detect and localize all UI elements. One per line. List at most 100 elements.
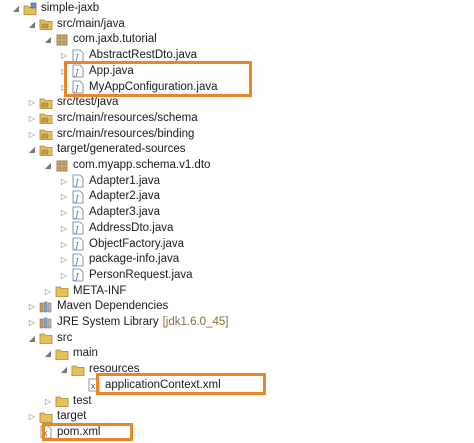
collapse-arrow-icon[interactable]: ▷ <box>60 255 68 265</box>
tree-item-label: src/main/resources/binding <box>57 127 195 140</box>
tree-item[interactable]: ◢ com.jaxb.tutorial <box>42 32 157 47</box>
collapse-arrow-icon[interactable]: ▷ <box>44 286 52 296</box>
highlight-app-files <box>64 61 252 97</box>
collapse-arrow-icon[interactable]: ▷ <box>60 208 68 218</box>
collapse-arrow-icon[interactable]: ▷ <box>28 98 36 108</box>
tree-item-label: com.myapp.schema.v1.dto <box>73 159 211 171</box>
svg-text:X: X <box>43 430 48 438</box>
tree-item-label: JRE System Library <box>57 316 159 328</box>
tree-item[interactable]: ▷ J ObjectFactory.java <box>58 237 184 252</box>
expand-arrow-icon[interactable]: ◢ <box>28 19 36 29</box>
tree-item-label: AddressDto.java <box>89 221 174 234</box>
expand-arrow-icon[interactable]: ◢ <box>60 365 68 375</box>
svg-text:J: J <box>73 53 79 62</box>
tree-item[interactable]: ▷ src/main/resources/binding <box>26 127 194 142</box>
tree-item[interactable]: ◢target/generated-sources <box>26 142 186 157</box>
java-file-icon: J <box>71 237 85 251</box>
tree-item-label: ObjectFactory.java <box>89 237 185 250</box>
svg-text:J: J <box>73 241 79 250</box>
tree-item-label: src/main/java <box>57 17 125 30</box>
package-icon <box>55 159 69 173</box>
tree-item[interactable]: ▷ src/test/java <box>26 95 118 110</box>
expand-arrow-icon[interactable]: ◢ <box>12 4 20 13</box>
tree-item-label: test <box>73 394 92 407</box>
tree-item-label: META-INF <box>73 284 127 297</box>
collapse-arrow-icon[interactable]: ▷ <box>28 318 36 327</box>
tree-item[interactable]: ▷ src/main/resources/schema <box>26 111 198 126</box>
folder-icon <box>55 284 69 298</box>
tree-item-label: src/main/resources/schema <box>57 111 198 124</box>
tree-item-label: PersonRequest.java <box>89 268 193 281</box>
tree-item[interactable]: ▷ test <box>42 394 92 409</box>
expand-arrow-icon[interactable]: ◢ <box>28 145 36 155</box>
java-file-icon: J <box>71 49 85 63</box>
tree-item[interactable]: ▷ J Adapter2.java <box>58 189 160 204</box>
folder-icon <box>39 331 53 345</box>
svg-text:J: J <box>73 225 79 234</box>
library-icon <box>39 316 53 330</box>
tree-item-label: main <box>73 347 98 360</box>
java-file-icon: J <box>71 221 85 235</box>
collapse-arrow-icon[interactable]: ▷ <box>60 176 68 186</box>
expand-arrow-icon[interactable]: ◢ <box>44 349 52 359</box>
tree-item[interactable]: ◢ src <box>26 331 72 346</box>
library-icon <box>39 300 53 314</box>
expand-arrow-icon[interactable]: ◢ <box>28 333 36 343</box>
tree-item[interactable]: ▷ target <box>26 409 86 424</box>
tree-item[interactable]: ◢ com.myapp.schema.v1.dto <box>42 158 211 173</box>
tree-item-label: simple-jaxb <box>41 2 100 14</box>
collapse-arrow-icon[interactable]: ▷ <box>28 129 36 139</box>
expand-arrow-icon[interactable]: ◢ <box>44 161 52 170</box>
tree-item-label: AbstractRestDto.java <box>89 49 198 62</box>
tree-item[interactable]: ▷ J AddressDto.java <box>58 221 173 236</box>
collapse-arrow-icon[interactable]: ▷ <box>28 412 36 422</box>
svg-text:J: J <box>73 84 79 93</box>
collapse-arrow-icon[interactable]: ▷ <box>60 239 68 249</box>
tree-item-label: src <box>57 331 73 344</box>
twisty-spacer <box>26 425 38 440</box>
collapse-arrow-icon[interactable]: ▷ <box>60 270 68 280</box>
source-folder-icon <box>39 143 53 157</box>
tree-item[interactable]: ◢ simple-jaxb <box>10 1 99 16</box>
tree-item-label: com.jaxb.tutorial <box>73 33 157 46</box>
collapse-arrow-icon[interactable]: ▷ <box>60 192 68 202</box>
source-folder-icon <box>39 111 53 125</box>
tree-item-label: package-info.java <box>89 253 180 266</box>
tree-item-label: src/test/java <box>57 96 119 109</box>
tree-item-label: Adapter1.java <box>89 174 160 187</box>
tree-item-label: pom.xml <box>57 425 101 438</box>
collapse-arrow-icon[interactable]: ▷ <box>28 302 36 312</box>
tree-item[interactable]: ▷ J AbstractRestDto.java <box>58 48 197 63</box>
svg-text:J: J <box>73 68 79 77</box>
project-icon <box>23 2 37 16</box>
tree-item[interactable]: ◢ src/main/java <box>26 17 125 32</box>
folder-icon <box>71 363 85 377</box>
tree-item[interactable]: ▷ META-INF <box>42 284 126 299</box>
collapse-arrow-icon[interactable]: ▷ <box>28 113 36 123</box>
java-file-icon: J <box>71 253 85 267</box>
collapse-arrow-icon[interactable]: ▷ <box>44 396 52 406</box>
tree-item-label: resources <box>89 363 140 376</box>
collapse-arrow-icon[interactable]: ▷ <box>60 51 68 61</box>
tree-item-label: target <box>57 410 87 423</box>
tree-item-label: Adapter3.java <box>89 206 160 219</box>
tree-item[interactable]: ▷ JRE System Library[jdk1.6.0_45] <box>26 315 229 330</box>
java-file-icon: J <box>71 190 85 204</box>
tree-item-label: Maven Dependencies <box>57 300 169 313</box>
tree-item[interactable]: ◢ main <box>42 346 98 361</box>
source-folder-icon <box>39 17 53 31</box>
source-folder-icon <box>39 96 53 110</box>
svg-text:J: J <box>73 194 79 203</box>
collapse-arrow-icon[interactable]: ▷ <box>60 223 68 233</box>
tree-item[interactable]: ▷ Maven Dependencies <box>26 299 168 314</box>
tree-item-label: Adapter2.java <box>89 190 160 203</box>
folder-icon <box>55 347 69 361</box>
tree-item[interactable]: ◢ resources <box>58 362 140 377</box>
tree-item-decoration: [jdk1.6.0_45] <box>162 316 229 328</box>
expand-arrow-icon[interactable]: ◢ <box>44 35 52 45</box>
